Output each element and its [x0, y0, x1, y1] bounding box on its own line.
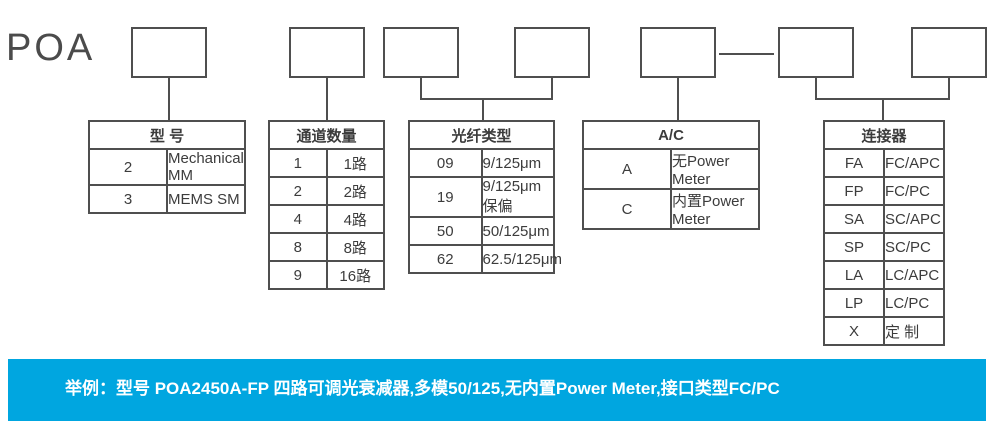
desc-cell: 定 制 [883, 316, 945, 346]
connector-line-fiber-right [551, 78, 553, 100]
table-row: 1 1路 [268, 148, 385, 178]
desc-cell: 4路 [325, 204, 385, 234]
connector-line-conn-right [948, 78, 950, 100]
desc-cell: 50/125μm [480, 216, 555, 246]
table-row: FA FC/APC [823, 148, 945, 178]
code-cell: 2 [268, 176, 328, 206]
table-row: LA LC/APC [823, 260, 945, 290]
code-cell: A [582, 148, 672, 190]
hyphen-separator-line [719, 53, 774, 55]
desc-cell: MEMS SM [166, 184, 246, 214]
desc-cell: 内置Power Meter [670, 188, 760, 230]
ac-table-header: A/C [582, 120, 760, 150]
product-prefix: POA [6, 27, 96, 69]
code-cell: 19 [408, 176, 483, 218]
channels-table-header: 通道数量 [268, 120, 385, 150]
example-banner: 举例：型号 POA2450A-FP 四路可调光衰减器,多模50/125,无内置P… [8, 359, 986, 421]
table-row: 2 2路 [268, 176, 385, 206]
code-cell: FP [823, 176, 885, 206]
code-cell: 50 [408, 216, 483, 246]
connector-line-conn-left [815, 78, 817, 100]
desc-cell: 2路 [325, 176, 385, 206]
code-box-connector-2 [911, 27, 987, 78]
table-row: LP LC/PC [823, 288, 945, 318]
code-cell: X [823, 316, 885, 346]
table-row: FP FC/PC [823, 176, 945, 206]
connector-line-channels [326, 78, 328, 120]
code-cell: 9 [268, 260, 328, 290]
connector-line-fiber-left [420, 78, 422, 100]
connector-table-header: 连接器 [823, 120, 945, 150]
table-row: 19 9/125μm保偏 [408, 176, 555, 218]
table-row: 50 50/125μm [408, 216, 555, 246]
code-cell: 62 [408, 244, 483, 274]
code-cell: SA [823, 204, 885, 234]
connector-line-fiber-horizontal [420, 98, 553, 100]
code-cell: 09 [408, 148, 483, 178]
model-table: 型 号 2 Mechanical MM 3 MEMS SM [88, 120, 246, 214]
connector-line-ac [677, 78, 679, 120]
table-row: X 定 制 [823, 316, 945, 346]
desc-cell: LC/PC [883, 288, 945, 318]
desc-cell: 9/125μm保偏 [480, 176, 555, 218]
fiber-table: 光纤类型 09 9/125μm 19 9/125μm保偏 50 50/125μm… [408, 120, 562, 274]
code-box-channels [289, 27, 365, 78]
desc-cell: 8路 [325, 232, 385, 262]
code-cell: LA [823, 260, 885, 290]
connector-table: 连接器 FA FC/APC FP FC/PC SA SC/APC SP SC/P… [823, 120, 945, 346]
code-cell: SP [823, 232, 885, 262]
desc-cell: Mechanical MM [166, 148, 246, 186]
code-cell: FA [823, 148, 885, 178]
desc-cell: 62.5/125μm [480, 244, 562, 274]
table-row: 62 62.5/125μm [408, 244, 562, 274]
table-row: SP SC/PC [823, 232, 945, 262]
desc-cell: 9/125μm [480, 148, 555, 178]
desc-cell: SC/PC [883, 232, 945, 262]
desc-cell: 无Power Meter [670, 148, 760, 190]
code-box-model [131, 27, 207, 78]
code-box-connector-1 [778, 27, 854, 78]
desc-cell: SC/APC [883, 204, 945, 234]
code-cell: C [582, 188, 672, 230]
desc-cell: LC/APC [883, 260, 945, 290]
table-row: 2 Mechanical MM [88, 148, 246, 186]
desc-cell: FC/APC [883, 148, 945, 178]
model-table-header: 型 号 [88, 120, 246, 150]
example-text: 举例：型号 POA2450A-FP 四路可调光衰减器,多模50/125,无内置P… [65, 378, 780, 398]
code-box-ac [640, 27, 716, 78]
ac-table: A/C A 无Power Meter C 内置Power Meter [582, 120, 760, 230]
connector-line-fiber-center [482, 98, 484, 120]
channels-table: 通道数量 1 1路 2 2路 4 4路 8 8路 9 16路 [268, 120, 385, 290]
code-cell: 8 [268, 232, 328, 262]
code-box-fiber-1 [383, 27, 459, 78]
table-row: 8 8路 [268, 232, 385, 262]
code-cell: 3 [88, 184, 168, 214]
code-box-fiber-2 [514, 27, 590, 78]
fiber-table-header: 光纤类型 [408, 120, 555, 150]
table-row: 09 9/125μm [408, 148, 555, 178]
code-cell: 4 [268, 204, 328, 234]
table-row: SA SC/APC [823, 204, 945, 234]
connector-line-conn-center [882, 98, 884, 120]
connector-line-model [168, 78, 170, 120]
desc-cell: 1路 [325, 148, 385, 178]
table-row: 3 MEMS SM [88, 184, 246, 214]
table-row: 9 16路 [268, 260, 385, 290]
desc-cell: FC/PC [883, 176, 945, 206]
table-row: 4 4路 [268, 204, 385, 234]
code-cell: LP [823, 288, 885, 318]
table-row: A 无Power Meter [582, 148, 760, 190]
code-cell: 1 [268, 148, 328, 178]
code-cell: 2 [88, 148, 168, 186]
desc-cell: 16路 [325, 260, 385, 290]
table-row: C 内置Power Meter [582, 188, 760, 230]
